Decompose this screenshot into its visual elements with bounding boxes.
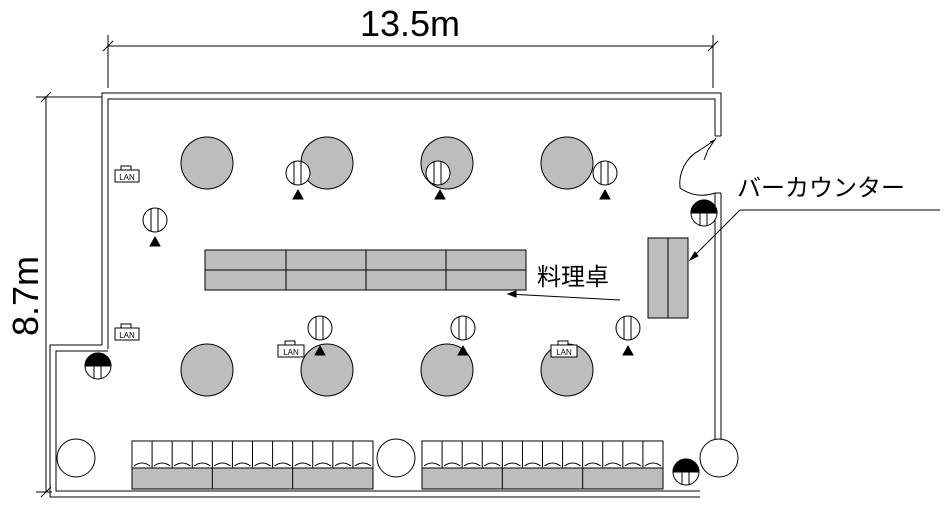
wall-speakers <box>84 199 718 486</box>
svg-text:LAN: LAN <box>283 348 299 357</box>
leader-lines <box>506 209 940 301</box>
chair <box>564 462 581 467</box>
pillar <box>376 438 416 478</box>
svg-text:LAN: LAN <box>119 173 135 182</box>
seating-bench <box>421 440 664 490</box>
wall-speaker-icon <box>84 352 112 380</box>
round-table <box>540 136 594 190</box>
chair <box>604 462 622 467</box>
chair <box>463 462 481 467</box>
round-table <box>180 343 234 397</box>
seating-rows <box>131 440 664 490</box>
round-table <box>300 136 354 190</box>
width-dimension: 13.5m <box>102 3 719 88</box>
chair <box>644 462 662 467</box>
svg-text:LAN: LAN <box>556 348 572 357</box>
chair <box>254 462 271 467</box>
speaker-icon <box>450 315 476 356</box>
cooking-table <box>204 249 527 291</box>
chair <box>294 462 312 467</box>
wall-speaker-icon <box>672 458 700 486</box>
lan-outlet-icon: LAN <box>114 165 140 183</box>
height-dimension-label: 8.7m <box>5 256 46 336</box>
chair <box>624 462 642 467</box>
chair <box>153 462 171 467</box>
speaker-stands <box>142 160 641 356</box>
speaker-icon <box>425 160 451 200</box>
chair <box>314 462 332 467</box>
chair <box>483 462 501 467</box>
speaker-icon <box>615 315 641 356</box>
bar-counter <box>647 237 689 319</box>
chair <box>443 462 461 467</box>
wall-speaker-icon <box>690 199 718 227</box>
chair <box>504 462 521 467</box>
width-dimension-label: 13.5m <box>360 3 460 44</box>
chair <box>234 462 251 467</box>
chair <box>334 462 352 467</box>
chair <box>544 462 561 467</box>
pillar <box>56 438 96 478</box>
lan-outlet-icon: LAN <box>277 340 305 358</box>
door <box>679 135 721 196</box>
chair <box>193 462 211 467</box>
lan-outlets: LAN LAN LAN LAN <box>114 165 578 358</box>
speaker-icon <box>142 207 168 247</box>
chair <box>524 462 541 467</box>
chair <box>584 462 602 467</box>
round-table <box>300 343 354 397</box>
height-dimension: 8.7m <box>5 91 102 498</box>
svg-text:LAN: LAN <box>119 331 135 340</box>
round-table <box>180 136 234 190</box>
round-tables <box>180 136 594 397</box>
chair <box>214 462 231 467</box>
cooking-table-label: 料理卓 <box>537 263 609 291</box>
round-table <box>420 343 474 397</box>
bar-counter-label: バーカウンター <box>737 174 905 202</box>
speaker-icon <box>592 160 618 200</box>
speaker-icon <box>307 315 333 356</box>
chair <box>173 462 191 467</box>
lan-outlet-icon: LAN <box>114 323 140 341</box>
lan-outlet-icon: LAN <box>550 340 578 358</box>
chair <box>133 462 151 467</box>
pillars <box>56 438 739 478</box>
chair <box>274 462 291 467</box>
chair <box>354 462 372 467</box>
pillar <box>699 438 739 478</box>
room-walls <box>49 92 722 498</box>
seating-bench <box>131 440 374 490</box>
chair <box>423 462 441 467</box>
speaker-icon <box>285 160 311 200</box>
